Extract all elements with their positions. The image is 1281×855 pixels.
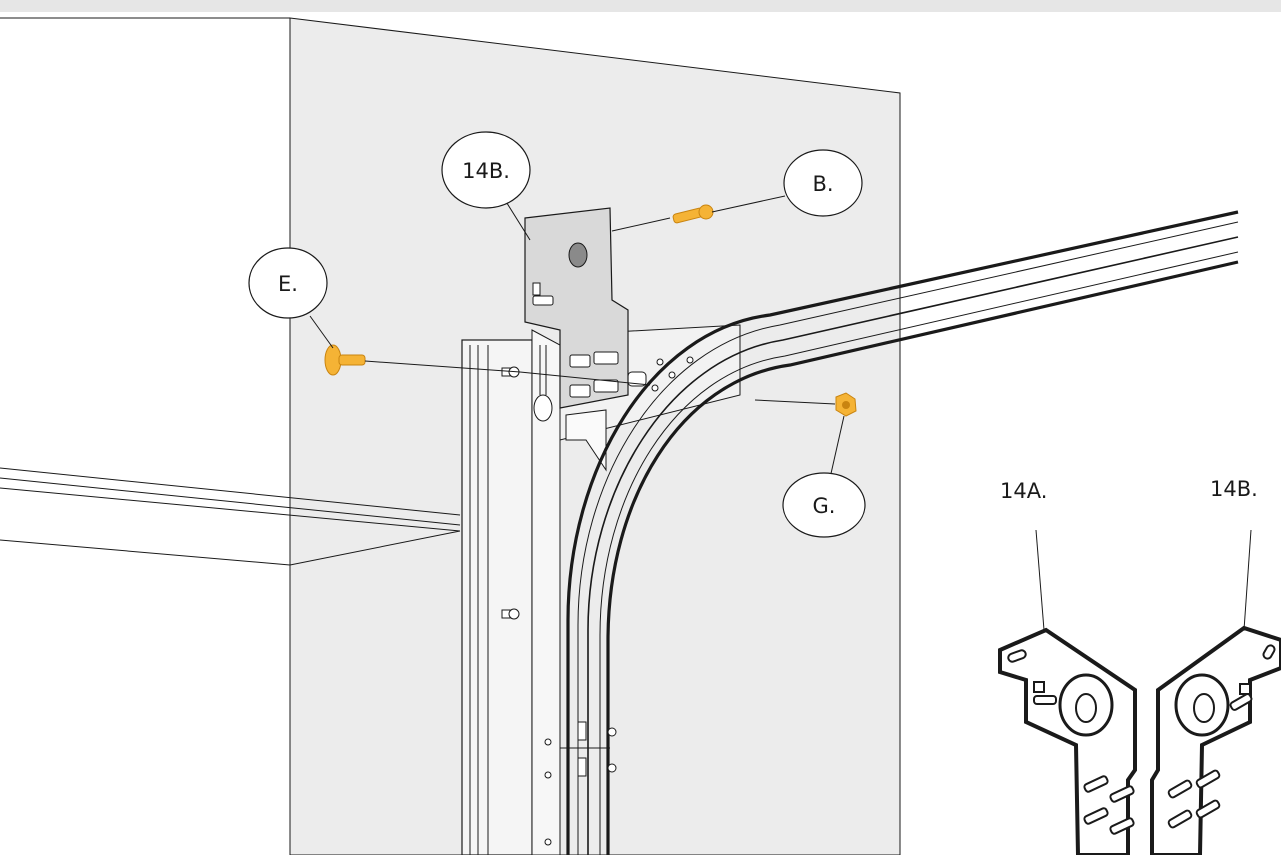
header-strip [0,0,1281,12]
bolt-e [324,344,366,376]
bolt-b [672,204,714,224]
detail-bracket-14a [998,627,1137,855]
callout-14b: 14B. [441,131,531,209]
callout-b: B. [783,149,863,217]
bracket-14b [524,207,629,422]
jamb-bolt-lower [501,608,520,620]
callout-g: G. [782,472,866,538]
detail-label-14b: 14B. [1210,477,1258,501]
callout-e: E. [248,247,328,319]
door-jamb [461,329,561,855]
nut-g [835,392,857,417]
detail-label-14a: 14A. [1000,479,1047,503]
leader-lines [309,195,1252,631]
detail-bracket-14b [1150,625,1281,855]
callout-14b-label: 14B. [462,159,510,183]
callout-g-label: G. [813,494,836,518]
callout-b-label: B. [812,172,833,196]
ceiling-beams [0,17,461,855]
callout-e-label: E. [278,272,298,296]
curved-track [544,210,1239,855]
